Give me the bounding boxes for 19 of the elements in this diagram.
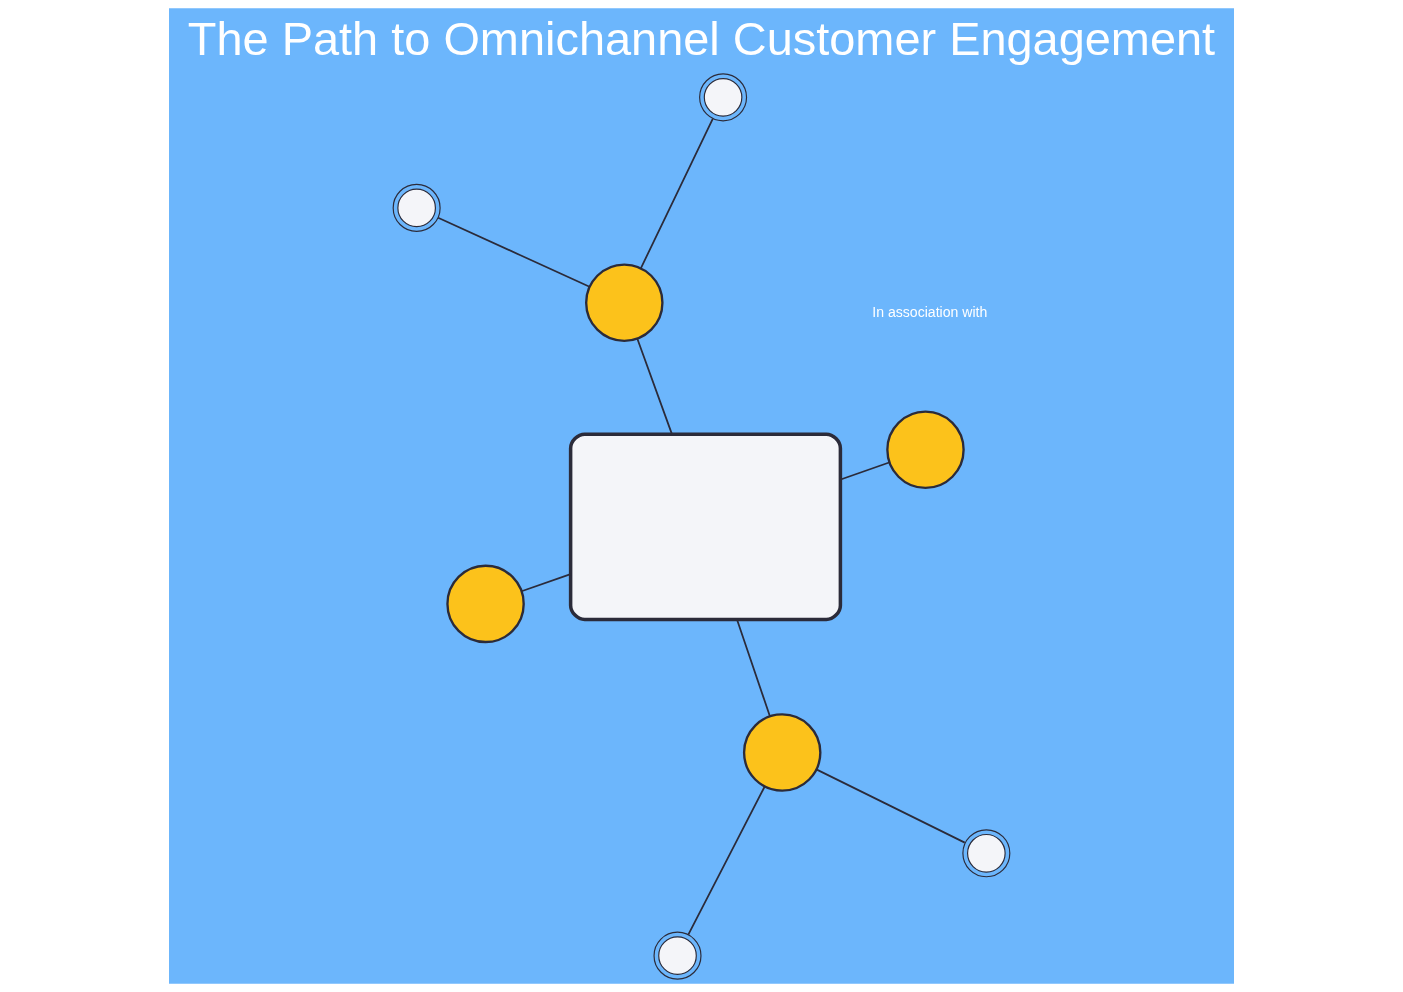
connector (639, 117, 714, 270)
connector (815, 768, 966, 844)
diagram-title: The Path to Omnichannel Customer Engagement (187, 13, 1216, 66)
connector (687, 785, 766, 936)
connector (736, 619, 771, 718)
node-circle (962, 829, 1011, 878)
connector (437, 216, 591, 288)
connector (636, 337, 673, 435)
node-person (742, 713, 822, 792)
connector (839, 461, 891, 481)
label: In association with (872, 303, 988, 320)
connector (520, 573, 572, 593)
node-box (568, 432, 843, 622)
node-person (886, 410, 965, 490)
node-person (446, 564, 525, 644)
node-person (585, 263, 664, 342)
node-circle (653, 931, 702, 980)
node-circle (392, 183, 441, 232)
node-circle (699, 73, 748, 122)
